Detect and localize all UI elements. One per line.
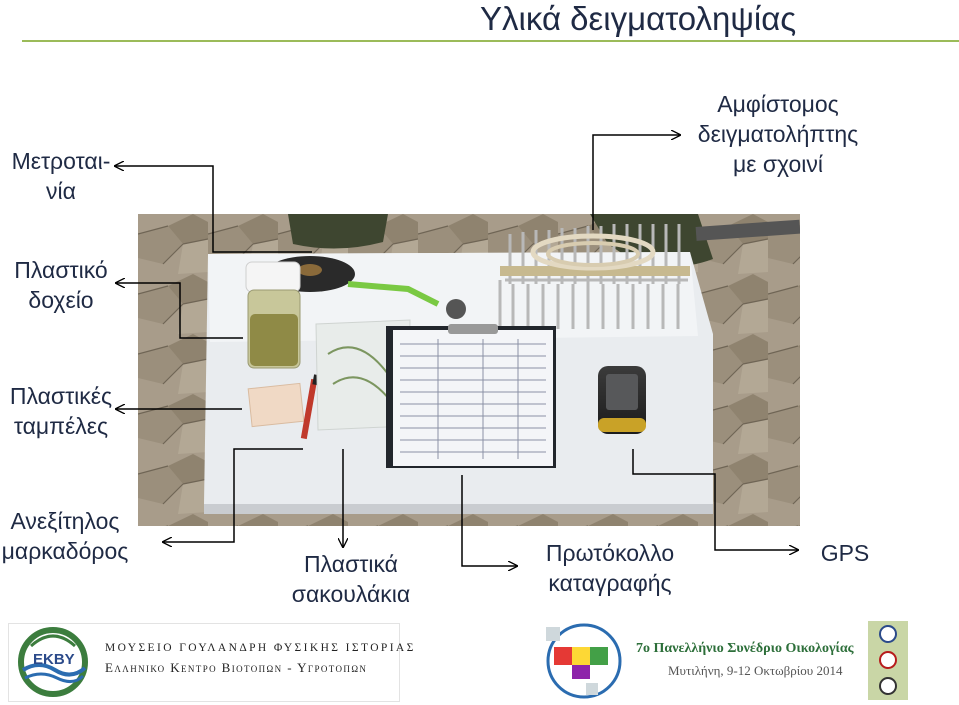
- label-bags-line1: Πλαστικά: [304, 551, 398, 577]
- conference-banner: 7ο Πανελλήνιο Συνέδριο Οικολογίας Μυτιλή…: [516, 621, 908, 700]
- biotopes-centre-name: Ελληνικο Κεντρο Βιοτοπων - Υγροτοπων: [105, 660, 368, 675]
- label-sampler-line1: Αμφίστομος: [717, 91, 839, 117]
- sponsor-logos-strip: [868, 621, 908, 700]
- label-protocol: Πρωτόκολλο καταγραφής: [530, 538, 690, 598]
- label-sampler-line2: δειγματολήπτης: [697, 121, 859, 147]
- label-sampler-line3: με σχοινί: [732, 151, 824, 177]
- label-container: Πλαστικό δοχείο: [0, 255, 122, 315]
- ekby-emblem-icon: [18, 627, 88, 697]
- label-tape: Μετροται- νία: [0, 146, 122, 206]
- label-tape-line1: Μετροται-: [11, 148, 111, 174]
- label-bags: Πλαστικά σακουλάκια: [276, 549, 426, 609]
- conference-title: 7ο Πανελλήνιο Συνέδριο Οικολογίας: [636, 641, 854, 656]
- arrow-tape: [115, 166, 312, 253]
- title-underline: [22, 40, 959, 42]
- label-bags-line2: σακουλάκια: [291, 581, 411, 607]
- label-container-line1: Πλαστικό: [14, 257, 108, 283]
- label-container-line2: δοχείο: [28, 287, 94, 313]
- label-gps: GPS: [820, 540, 870, 566]
- arrow-protocol: [461, 475, 517, 566]
- arrow-gps: [632, 449, 798, 550]
- label-tape-line2: νία: [46, 178, 76, 204]
- label-sampler: Αμφίστομος δειγματολήπτης με σχοινί: [680, 89, 876, 179]
- label-protocol-line2: καταγραφής: [548, 570, 672, 596]
- museum-name: ΜΟΥΣΕΙΟ ΓΟΥΛΑΝΔΡΗ ΦΥΣΙΚΗΣ ΙΣΤΟΡΙΑΣ: [105, 642, 416, 654]
- label-marker: Ανεξίτηλος μαρκαδόρος: [0, 506, 140, 566]
- slide-title: Υλικά δειγματοληψίας: [480, 0, 797, 37]
- conference-place-date: Μυτιλήνη, 9-12 Οκτωβρίου 2014: [668, 663, 843, 678]
- label-protocol-line1: Πρωτόκολλο: [545, 540, 675, 566]
- label-tags: Πλαστικές ταμπέλες: [0, 381, 122, 441]
- arrow-container: [116, 283, 243, 339]
- label-tags-line1: Πλαστικές: [9, 383, 113, 409]
- label-marker-line2: μαρκαδόρος: [1, 538, 129, 564]
- sponsor-seals-icon: [879, 625, 897, 695]
- arrow-sampler: [592, 135, 680, 230]
- puzzle-logo-icon: [546, 623, 622, 699]
- arrow-marker: [163, 448, 303, 542]
- label-tags-line2: ταμπέλες: [13, 413, 109, 439]
- ekby-museum-logo: ΕΚΒΥ ΜΟΥΣΕΙΟ ΓΟΥΛΑΝΔΡΗ ΦΥΣΙΚΗΣ ΙΣΤΟΡΙΑΣ …: [8, 623, 413, 702]
- label-marker-line1: Ανεξίτηλος: [10, 508, 120, 534]
- ekby-logo-text: ΕΚΒΥ: [33, 651, 75, 668]
